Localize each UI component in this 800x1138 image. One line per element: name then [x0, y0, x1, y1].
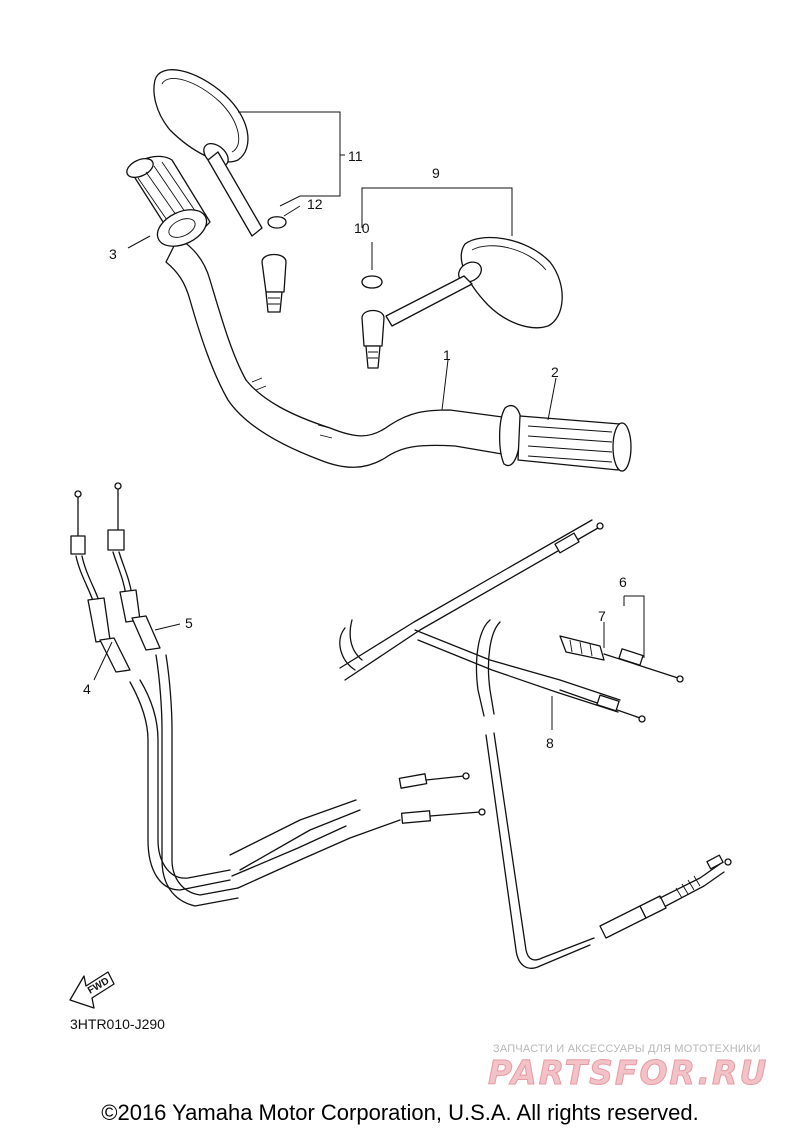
callout-3: 3	[109, 246, 117, 262]
right-grip	[498, 405, 632, 472]
callout-9: 9	[432, 165, 440, 181]
callout-12: 12	[307, 196, 323, 212]
callout-7: 7	[598, 608, 606, 624]
callout-11: 11	[348, 148, 363, 164]
watermark-logo: PARTSFOR.RU	[487, 1053, 769, 1093]
left-mirror	[153, 69, 287, 313]
leader-lines	[93, 111, 645, 730]
callout-4: 4	[83, 681, 91, 697]
diagram-code: 3HTR010-J290	[70, 1016, 165, 1032]
callout-10: 10	[354, 220, 370, 236]
callout-8: 8	[546, 735, 554, 751]
left-grip	[126, 155, 211, 247]
fwd-arrow: FWD	[69, 971, 115, 1009]
handlebar	[165, 237, 511, 468]
copyright-notice: ©2016 Yamaha Motor Corporation, U.S.A. A…	[101, 1100, 699, 1125]
right-mirror	[361, 236, 563, 369]
callout-2: 2	[551, 364, 559, 380]
callout-5: 5	[185, 615, 193, 631]
watermark-subtitle: ЗАПЧАСТИ И АКСЕССУАРЫ ДЛЯ МОТОТЕХНИКИ	[493, 1043, 761, 1055]
callout-1: 1	[443, 347, 451, 363]
clutch-cable	[339, 519, 732, 969]
throttle-cables	[70, 482, 486, 907]
callout-6: 6	[619, 574, 627, 590]
